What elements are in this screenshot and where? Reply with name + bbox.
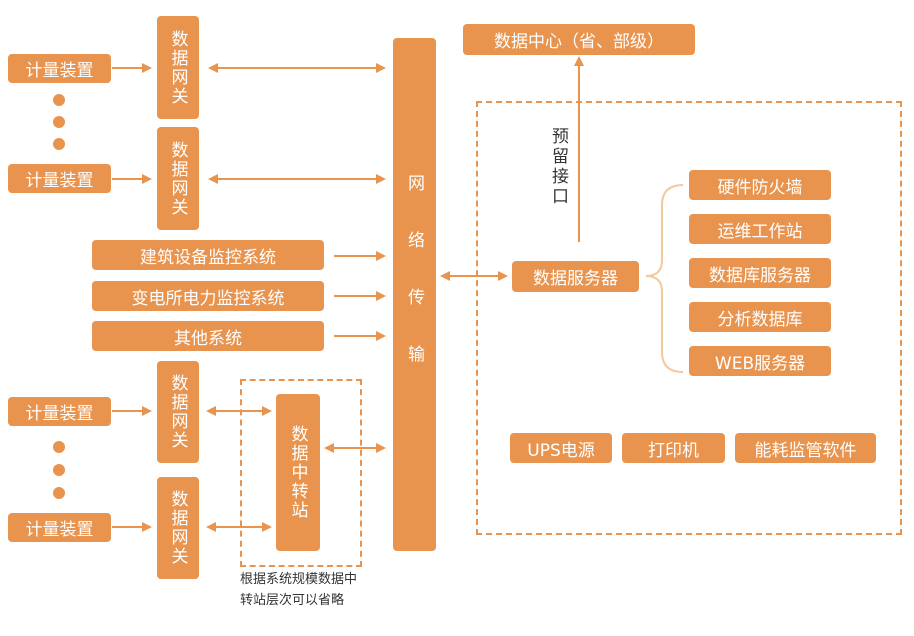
- data-gateway-1[interactable]: 数据网关: [157, 16, 199, 119]
- network-transport[interactable]: 网络传输: [393, 38, 436, 551]
- ellipsis-dot: [53, 138, 65, 150]
- database-server[interactable]: 数据库服务器: [689, 258, 831, 288]
- gateway-label: 数据网关: [167, 140, 188, 217]
- server-group-brace: [645, 184, 684, 373]
- analysis-database[interactable]: 分析数据库: [689, 302, 831, 332]
- ellipsis-dot: [53, 441, 65, 453]
- relay-note: 根据系统规模数据中 转站层次可以省略: [240, 569, 357, 611]
- relay-label: 数据中转站: [287, 425, 308, 520]
- other-system[interactable]: 其他系统: [92, 321, 324, 351]
- meter-device-1[interactable]: 计量装置: [8, 54, 111, 83]
- relay-optional-area: [240, 379, 362, 567]
- hardware-firewall[interactable]: 硬件防火墙: [689, 170, 831, 200]
- data-relay-station[interactable]: 数据中转站: [276, 394, 320, 551]
- printer[interactable]: 打印机: [622, 433, 725, 463]
- substation-monitoring-system[interactable]: 变电所电力监控系统: [92, 281, 324, 311]
- relay-note-line2: 转站层次可以省略: [240, 593, 345, 608]
- gateway-label: 数据网关: [167, 490, 188, 566]
- reserved-interface-label: 预留接口: [552, 127, 569, 207]
- gateway-label: 数据网关: [167, 374, 188, 450]
- web-server[interactable]: WEB服务器: [689, 346, 831, 376]
- data-gateway-3[interactable]: 数据网关: [157, 361, 199, 463]
- energy-monitoring-software[interactable]: 能耗监管软件: [735, 433, 876, 463]
- gateway-label: 数据网关: [167, 29, 188, 106]
- network-transport-label: 网络传输: [404, 174, 424, 402]
- data-center[interactable]: 数据中心（省、部级）: [463, 24, 695, 55]
- ellipsis-dot: [53, 487, 65, 499]
- server-room-area: [476, 101, 902, 535]
- meter-device-4[interactable]: 计量装置: [8, 513, 111, 542]
- meter-device-3[interactable]: 计量装置: [8, 397, 111, 426]
- ellipsis-dot: [53, 464, 65, 476]
- building-monitoring-system[interactable]: 建筑设备监控系统: [92, 240, 324, 270]
- data-gateway-4[interactable]: 数据网关: [157, 477, 199, 579]
- data-server[interactable]: 数据服务器: [512, 261, 639, 292]
- ops-workstation[interactable]: 运维工作站: [689, 214, 831, 244]
- ellipsis-dot: [53, 94, 65, 106]
- meter-label: 计量装置: [25, 171, 94, 191]
- meter-device-2[interactable]: 计量装置: [8, 164, 111, 193]
- data-gateway-2[interactable]: 数据网关: [157, 127, 199, 230]
- ellipsis-dot: [53, 116, 65, 128]
- ups-power[interactable]: UPS电源: [510, 433, 612, 463]
- meter-label: 计量装置: [25, 404, 94, 424]
- relay-note-line1: 根据系统规模数据中: [240, 572, 358, 587]
- meter-label: 计量装置: [25, 520, 94, 540]
- meter-label: 计量装置: [25, 61, 94, 81]
